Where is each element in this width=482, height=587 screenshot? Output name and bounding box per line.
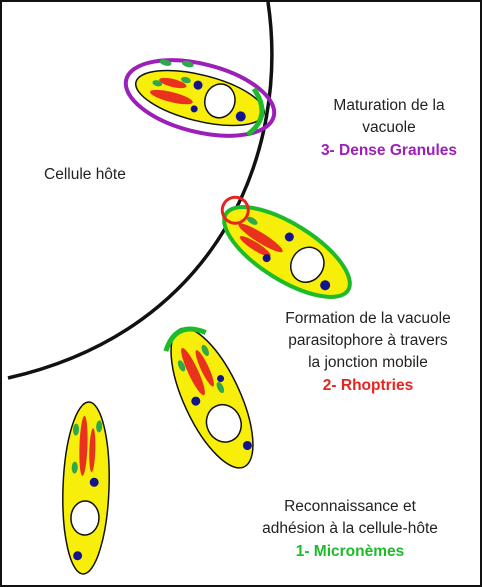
step2-description-line3: la jonction mobile	[308, 354, 428, 371]
host-cell-membrane	[7, 1, 274, 380]
microneme	[73, 423, 80, 436]
microneme	[201, 344, 209, 356]
dense-granule	[89, 477, 99, 487]
dense-granule	[242, 440, 252, 450]
nucleus	[204, 83, 236, 119]
parasite-body	[222, 205, 352, 299]
dense-granule	[320, 280, 331, 291]
step3-description-line1: Maturation de la	[333, 97, 445, 114]
step2-description-line2: parasitophore à travers	[288, 332, 448, 349]
microneme	[96, 420, 103, 433]
microneme	[177, 360, 186, 372]
nucleus	[205, 403, 242, 443]
dense-granule	[73, 551, 83, 561]
parasite-body	[62, 401, 110, 575]
step1-title: 1- Micronèmes	[295, 543, 405, 560]
parasite-body	[134, 69, 266, 127]
parasite-step2	[220, 195, 352, 299]
rhoptry	[239, 236, 271, 257]
rhoptry	[181, 347, 205, 396]
host-cell-label: Cellule hôte	[44, 166, 126, 183]
dense-granule	[193, 80, 203, 90]
dense-granule	[235, 111, 246, 122]
vacuole-granule	[159, 59, 172, 66]
rhoptry	[79, 415, 88, 476]
microneme	[246, 216, 258, 225]
dense-granule	[190, 105, 198, 113]
moving-junction	[245, 87, 265, 137]
microneme-secretion	[163, 326, 207, 352]
step2-description-line1: Formation de la vacuole	[285, 310, 451, 327]
dense-granule	[284, 232, 294, 242]
nucleus	[290, 246, 325, 283]
dense-granule	[217, 375, 225, 383]
dense-granule	[262, 254, 271, 263]
step3-description-line2: vacuole	[362, 119, 416, 136]
dense-granule	[191, 396, 201, 406]
rhoptry-secretion	[220, 195, 250, 225]
parasite-step3	[123, 58, 277, 138]
parasite-step1-free	[62, 401, 110, 575]
microneme	[152, 80, 163, 87]
microneme	[181, 76, 191, 84]
rhoptry	[195, 350, 214, 387]
rhoptry	[149, 89, 193, 105]
step1-description-line2: adhésion à la cellule-hôte	[262, 520, 438, 537]
nucleus	[70, 500, 100, 536]
rhoptry	[238, 223, 283, 253]
rhoptry	[89, 428, 96, 473]
microneme	[71, 461, 78, 474]
microneme	[216, 381, 225, 394]
vacuole-membrane	[123, 58, 277, 138]
step1-description-line1: Reconnaissance et	[284, 498, 416, 515]
step3-title: 3- Dense Granules	[320, 142, 458, 159]
rhoptry	[159, 77, 187, 89]
vacuole-granule	[181, 60, 194, 68]
parasite-step1-attached	[163, 326, 254, 469]
step2-title: 2- Rhoptries	[322, 377, 414, 394]
